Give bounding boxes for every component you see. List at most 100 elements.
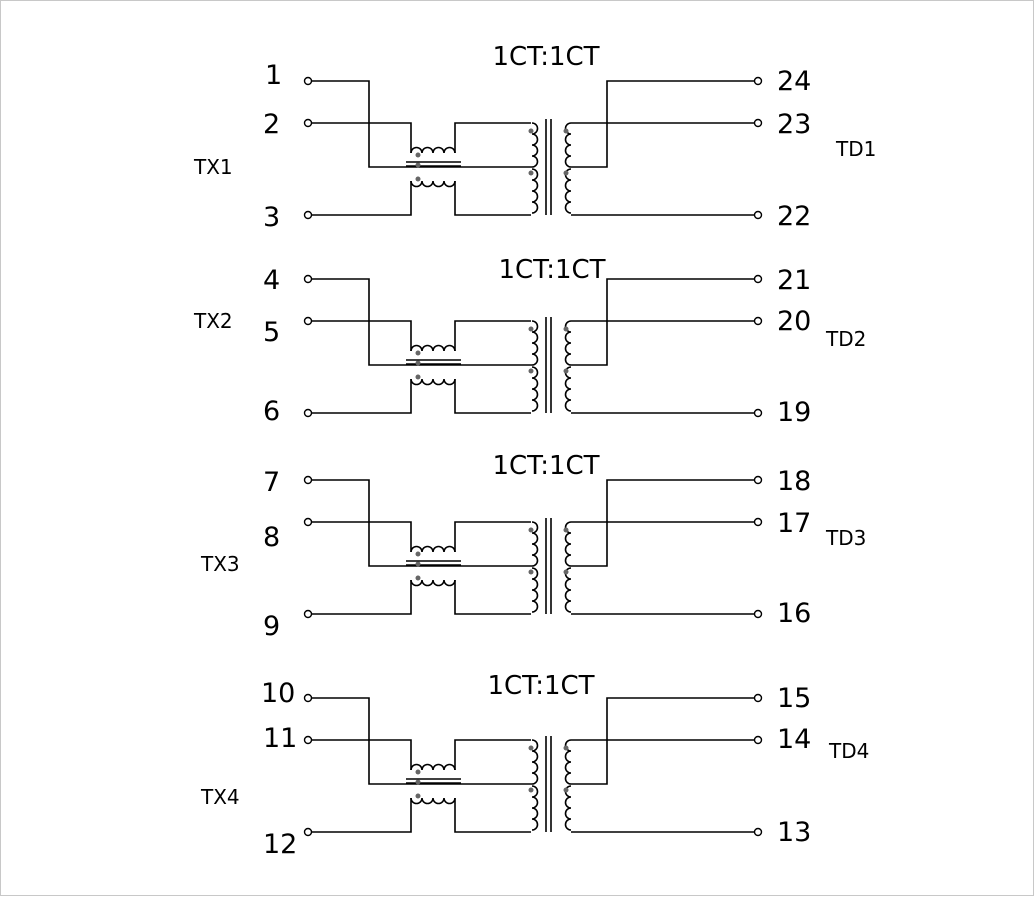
terminal-right (753, 118, 763, 128)
wire (571, 697, 754, 785)
polarity-dot (528, 787, 534, 793)
polarity-dot (415, 769, 421, 775)
transformer-winding (531, 168, 539, 214)
polarity-dot (415, 350, 421, 356)
td-channel-label: TD4 (828, 739, 869, 763)
terminal-right (753, 274, 763, 284)
terminal-right (753, 693, 763, 703)
wire (454, 798, 531, 833)
choke-winding (410, 579, 456, 587)
pin-number-left: 1 (265, 60, 282, 91)
polarity-dot (563, 787, 569, 793)
polarity-dot (415, 176, 421, 182)
terminal-left (303, 316, 313, 326)
td-channel-label: TD1 (835, 137, 876, 161)
polarity-dot (415, 360, 421, 366)
wire (312, 379, 412, 414)
pin-number-right: 16 (777, 598, 811, 629)
polarity-dot (528, 326, 534, 332)
terminal-right (753, 827, 763, 837)
choke-winding (410, 545, 456, 553)
tx-channel-label: TX3 (200, 552, 240, 576)
wire (454, 181, 531, 216)
polarity-dot (563, 745, 569, 751)
wire (454, 521, 531, 552)
polarity-dot (415, 374, 421, 380)
polarity-dot (528, 368, 534, 374)
polarity-dot (563, 527, 569, 533)
wire (454, 739, 531, 770)
terminal-right (753, 210, 763, 220)
polarity-dot (415, 152, 421, 158)
wire (571, 278, 754, 366)
pin-number-left: 11 (263, 723, 297, 754)
polarity-dot (528, 527, 534, 533)
pin-number-left: 4 (263, 265, 280, 296)
terminal-left (303, 827, 313, 837)
terminal-left (303, 693, 313, 703)
terminal-left (303, 118, 313, 128)
terminal-left (303, 274, 313, 284)
wire (312, 181, 412, 216)
choke-winding (410, 763, 456, 771)
pin-number-left: 12 (263, 829, 297, 860)
transformer-winding (531, 567, 539, 613)
terminal-right (753, 517, 763, 527)
tx-channel-label: TX1 (193, 155, 233, 179)
pin-number-right: 18 (777, 466, 811, 497)
polarity-dot (415, 561, 421, 567)
transformer-winding (531, 785, 539, 831)
polarity-dot (563, 569, 569, 575)
wire (571, 80, 754, 168)
choke-winding (410, 344, 456, 352)
terminal-left (303, 408, 313, 418)
polarity-dot (563, 170, 569, 176)
pin-number-right: 17 (777, 508, 811, 539)
tx-channel-label: TX2 (193, 309, 233, 333)
polarity-dot (528, 745, 534, 751)
transformer-winding (564, 567, 572, 613)
turns-ratio-label: 1CT:1CT (487, 671, 594, 701)
wire (454, 379, 531, 414)
wire (312, 798, 412, 833)
transformer-winding (531, 366, 539, 412)
pin-number-left: 6 (263, 396, 280, 427)
turns-ratio-label: 1CT:1CT (498, 255, 605, 285)
wire (312, 320, 412, 351)
polarity-dot (528, 128, 534, 134)
td-channel-label: TD2 (825, 327, 866, 351)
terminal-left (303, 517, 313, 527)
pin-number-right: 19 (777, 397, 811, 428)
wire (312, 580, 412, 615)
polarity-dot (415, 551, 421, 557)
choke-winding (410, 797, 456, 805)
transformer-winding (531, 521, 539, 567)
turns-ratio-label: 1CT:1CT (492, 42, 599, 72)
pin-number-left: 8 (263, 522, 280, 553)
pin-number-left: 3 (263, 202, 280, 233)
turns-ratio-label: 1CT:1CT (492, 451, 599, 481)
wire (571, 479, 754, 567)
pin-number-left: 9 (263, 611, 280, 642)
pin-number-left: 2 (263, 109, 280, 140)
terminal-right (753, 316, 763, 326)
terminal-left (303, 609, 313, 619)
terminal-right (753, 609, 763, 619)
td-channel-label: TD3 (825, 526, 866, 550)
transformer-winding (531, 122, 539, 168)
terminal-left (303, 76, 313, 86)
polarity-dot (528, 569, 534, 575)
wire (454, 320, 531, 351)
terminal-right (753, 408, 763, 418)
choke-winding (410, 378, 456, 386)
pin-number-left: 7 (263, 467, 280, 498)
polarity-dot (415, 162, 421, 168)
channel-3: 1CT:1CT TX3 TD3 7 8 9 18 17 16 (200, 451, 866, 642)
choke-winding (410, 146, 456, 154)
pin-number-right: 13 (777, 817, 811, 848)
terminal-left (303, 210, 313, 220)
